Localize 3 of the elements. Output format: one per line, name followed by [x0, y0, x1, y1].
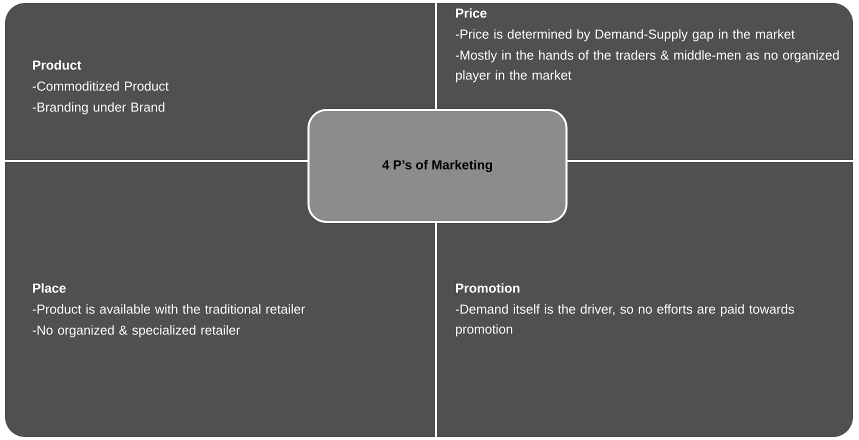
quadrant-panel: Price -Price is determined by Demand-Supply gap in the market -Mostly in the hands of the traders & middle-men as no organized player in the market	[437, 3, 853, 160]
quadrant-panel: Product -Commoditized Product -Branding under Brand	[5, 3, 435, 160]
center-box: 4 P’s of Marketing	[308, 109, 568, 223]
